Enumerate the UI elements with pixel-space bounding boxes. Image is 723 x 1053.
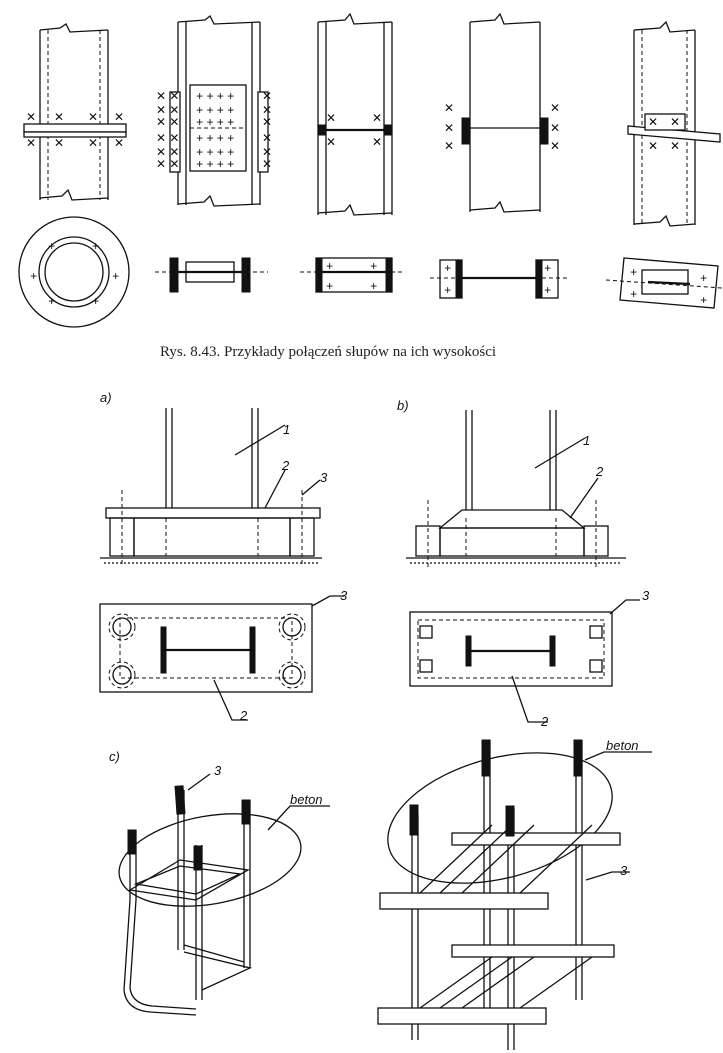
svg-text:✕: ✕ <box>326 135 336 149</box>
splice-elevation-1: ✕ ✕ ✕ ✕ ✕ ✕ ✕ ✕ <box>23 23 127 201</box>
label-2-a: 2 <box>281 458 290 473</box>
splice-elevation-3: ✕ ✕ ✕ ✕ <box>317 12 393 216</box>
svg-text:+ + + +: + + + + <box>196 131 234 145</box>
svg-text:✕: ✕ <box>444 121 454 135</box>
svg-text:✕: ✕ <box>550 101 560 115</box>
svg-text:✕: ✕ <box>262 145 272 159</box>
svg-text:+: + <box>630 265 637 279</box>
svg-text:✕: ✕ <box>670 115 680 129</box>
svg-text:+: + <box>30 269 37 283</box>
base-elevation-a <box>100 408 322 565</box>
svg-text:+: + <box>444 283 451 297</box>
svg-text:✕: ✕ <box>114 110 124 124</box>
svg-text:+: + <box>48 239 55 253</box>
label-3-c-left: 3 <box>214 763 222 778</box>
splice-elevation-2: + + + + + + + + + + + + + + + + + + + + … <box>156 14 272 207</box>
svg-text:+ + + +: + + + + <box>196 157 234 171</box>
svg-text:+: + <box>326 279 333 293</box>
svg-text:✕ ✕: ✕ ✕ <box>156 115 179 129</box>
svg-text:✕: ✕ <box>262 131 272 145</box>
svg-text:✕: ✕ <box>648 139 658 153</box>
svg-text:✕: ✕ <box>262 89 272 103</box>
svg-text:✕ ✕: ✕ ✕ <box>156 145 179 159</box>
svg-text:+ + + +: + + + + <box>196 89 234 103</box>
svg-text:+: + <box>370 279 377 293</box>
svg-text:✕: ✕ <box>326 111 336 125</box>
label-3-a: 3 <box>320 470 328 485</box>
svg-text:+: + <box>370 259 377 273</box>
svg-text:+ + + +: + + + + <box>196 103 234 117</box>
svg-text:✕: ✕ <box>262 157 272 171</box>
svg-text:+ + + +: + + + + <box>196 115 234 129</box>
label-beton-right: beton <box>606 738 639 753</box>
svg-text:✕: ✕ <box>550 139 560 153</box>
svg-text:✕: ✕ <box>54 110 64 124</box>
svg-text:+: + <box>700 271 707 285</box>
label-3-c-right: 3 <box>620 863 628 878</box>
base-plan-a <box>99 595 344 721</box>
figure-caption: Rys. 8.43. Przykłady połączeń słupów na … <box>160 344 496 360</box>
base-plan-b <box>409 599 640 723</box>
svg-text:✕: ✕ <box>88 110 98 124</box>
label-2-b-plan: 2 <box>540 714 549 729</box>
section-label-a: a) <box>100 390 112 405</box>
svg-text:✕: ✕ <box>88 136 98 150</box>
section-label-c: c) <box>109 749 120 764</box>
svg-text:✕: ✕ <box>444 139 454 153</box>
label-3-b-plan: 3 <box>642 588 650 603</box>
svg-text:✕: ✕ <box>550 121 560 135</box>
svg-text:+: + <box>700 293 707 307</box>
svg-text:+: + <box>92 294 99 308</box>
svg-text:+: + <box>48 294 55 308</box>
svg-text:+: + <box>630 287 637 301</box>
svg-text:✕ ✕: ✕ ✕ <box>156 89 179 103</box>
section-tube-flange: + + + + + + <box>18 216 130 328</box>
section-i-beam-plates <box>155 257 268 293</box>
svg-text:✕: ✕ <box>444 101 454 115</box>
svg-text:+: + <box>92 239 99 253</box>
label-1-a: 1 <box>283 422 290 437</box>
svg-text:✕: ✕ <box>26 110 36 124</box>
svg-text:✕: ✕ <box>114 136 124 150</box>
svg-text:+: + <box>544 283 551 297</box>
svg-text:✕: ✕ <box>648 115 658 129</box>
svg-text:✕: ✕ <box>54 136 64 150</box>
splice-elevation-4: ✕ ✕ ✕ ✕ ✕ ✕ <box>444 12 560 213</box>
splice-elevation-5: ✕ ✕ ✕ ✕ <box>627 20 721 227</box>
svg-text:+: + <box>326 259 333 273</box>
svg-text:+: + <box>444 261 451 275</box>
svg-text:✕: ✕ <box>670 139 680 153</box>
label-beton-left: beton <box>290 792 323 807</box>
section-tilted-base: + + + + <box>605 257 723 309</box>
base-elevation-b <box>406 410 626 570</box>
anchor-cage-left <box>118 773 330 1016</box>
section-label-b: b) <box>397 398 409 413</box>
label-1-b: 1 <box>583 433 590 448</box>
section-i-beam-web: + + + + <box>300 257 405 293</box>
svg-text:✕: ✕ <box>262 115 272 129</box>
label-3-a-plan: 3 <box>340 588 348 603</box>
svg-text:✕: ✕ <box>372 111 382 125</box>
svg-text:✕: ✕ <box>372 135 382 149</box>
svg-text:✕ ✕: ✕ ✕ <box>156 103 179 117</box>
svg-text:✕ ✕: ✕ ✕ <box>156 131 179 145</box>
label-2-a-plan: 2 <box>239 708 248 723</box>
svg-text:✕: ✕ <box>262 103 272 117</box>
svg-text:✕ ✕: ✕ ✕ <box>156 157 179 171</box>
svg-text:+ + + +: + + + + <box>196 145 234 159</box>
label-2-b: 2 <box>595 464 604 479</box>
section-i-beam-end-plates: + + + + <box>430 259 570 299</box>
svg-text:✕: ✕ <box>26 136 36 150</box>
svg-text:+: + <box>544 261 551 275</box>
svg-text:+: + <box>112 269 119 283</box>
anchor-cage-right <box>377 739 652 1050</box>
